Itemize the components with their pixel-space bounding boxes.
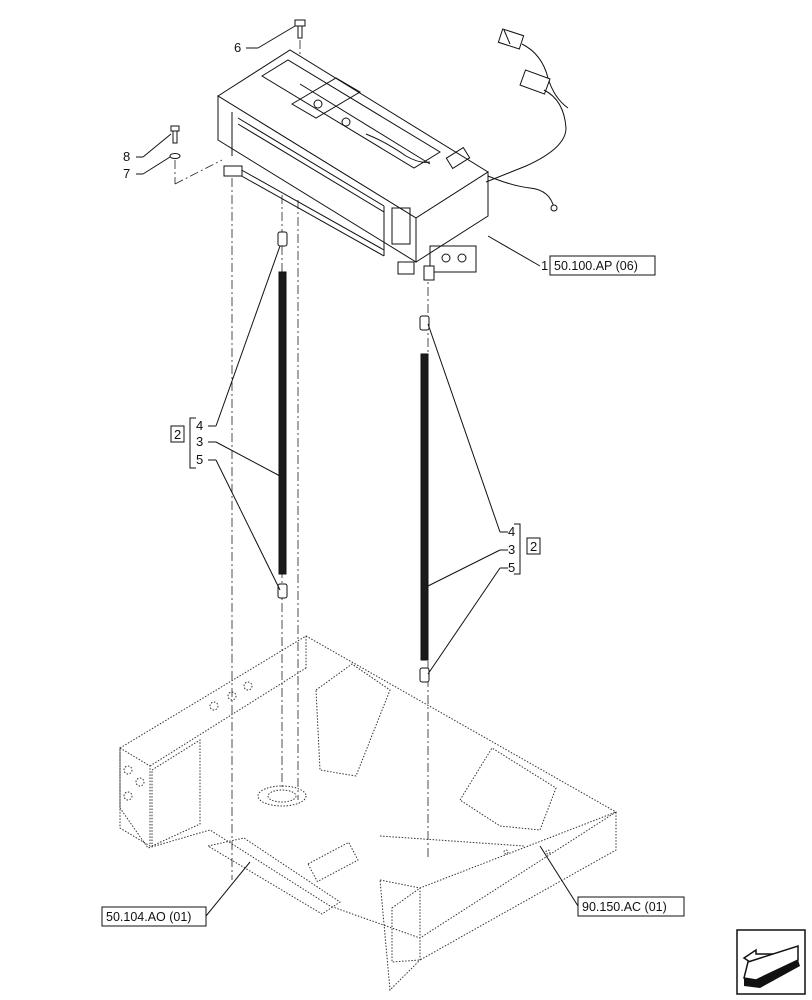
wire-harness bbox=[485, 28, 569, 212]
ref-box-duct[interactable] bbox=[101, 906, 207, 927]
leader-lines bbox=[136, 25, 579, 917]
ref-link-duct[interactable]: 50.104.AO (01) bbox=[106, 910, 191, 924]
callout-6: 6 bbox=[234, 40, 241, 55]
screw-6 bbox=[294, 19, 306, 39]
bolt-8 bbox=[170, 125, 180, 144]
washer-7 bbox=[169, 153, 181, 159]
callout-4-left: 4 bbox=[196, 418, 203, 433]
group-label-2-right: 2 bbox=[530, 539, 537, 554]
callout-3-left: 3 bbox=[196, 434, 203, 449]
callout-3-right: 3 bbox=[508, 542, 515, 557]
group-box-2-right bbox=[526, 537, 541, 555]
callout-4-right: 4 bbox=[508, 524, 515, 539]
ac-unit bbox=[217, 49, 489, 281]
group-label-2-left: 2 bbox=[174, 427, 181, 442]
rod-right bbox=[419, 315, 430, 683]
previous-page-arrow-icon[interactable] bbox=[736, 929, 806, 995]
ref-box-ac-unit[interactable] bbox=[549, 255, 656, 276]
ref-link-ac-unit[interactable]: 50.100.AP (06) bbox=[554, 259, 638, 273]
callout-5-left: 5 bbox=[196, 452, 203, 467]
group-bracket-right bbox=[514, 523, 521, 575]
group-bracket-left bbox=[189, 417, 196, 469]
callout-5-right: 5 bbox=[508, 560, 515, 575]
rod-left bbox=[277, 231, 288, 599]
group-box-2-left bbox=[170, 425, 185, 443]
callout-7: 7 bbox=[123, 166, 130, 181]
cab-floor bbox=[119, 635, 617, 992]
ref-link-cab-floor[interactable]: 90.150.AC (01) bbox=[582, 900, 667, 914]
ref-box-cab-floor[interactable] bbox=[577, 896, 685, 917]
callout-8: 8 bbox=[123, 149, 130, 164]
callout-1: 1 bbox=[541, 258, 548, 273]
